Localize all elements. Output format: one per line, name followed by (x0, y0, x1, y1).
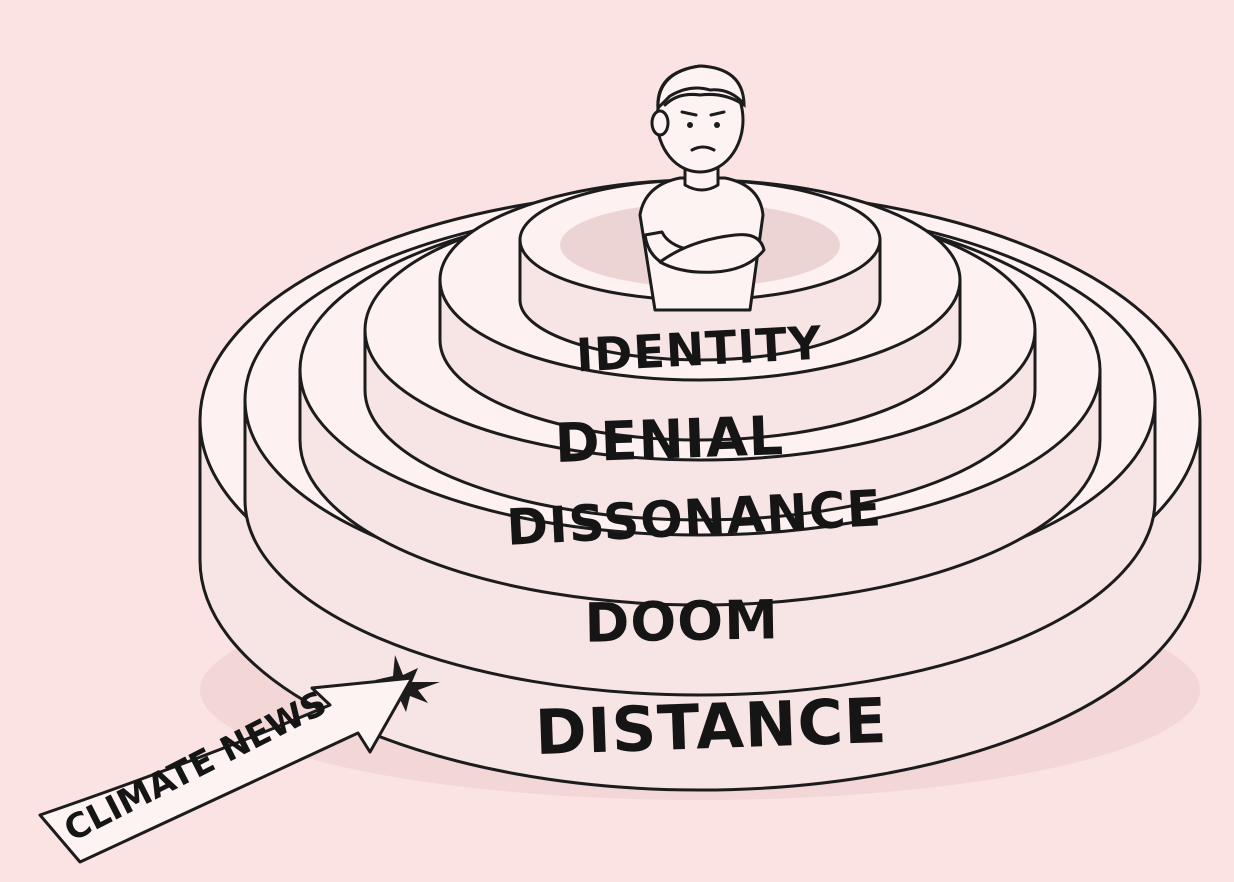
layer-label-denial: DENIAL (554, 404, 785, 475)
layer-label-doom: DOOM (584, 588, 779, 654)
person-arms-crossed-icon (640, 66, 764, 310)
arrow-label-climate-news: CLIMATE NEWS (58, 683, 333, 850)
layer-label-distance: DISTANCE (534, 684, 889, 769)
